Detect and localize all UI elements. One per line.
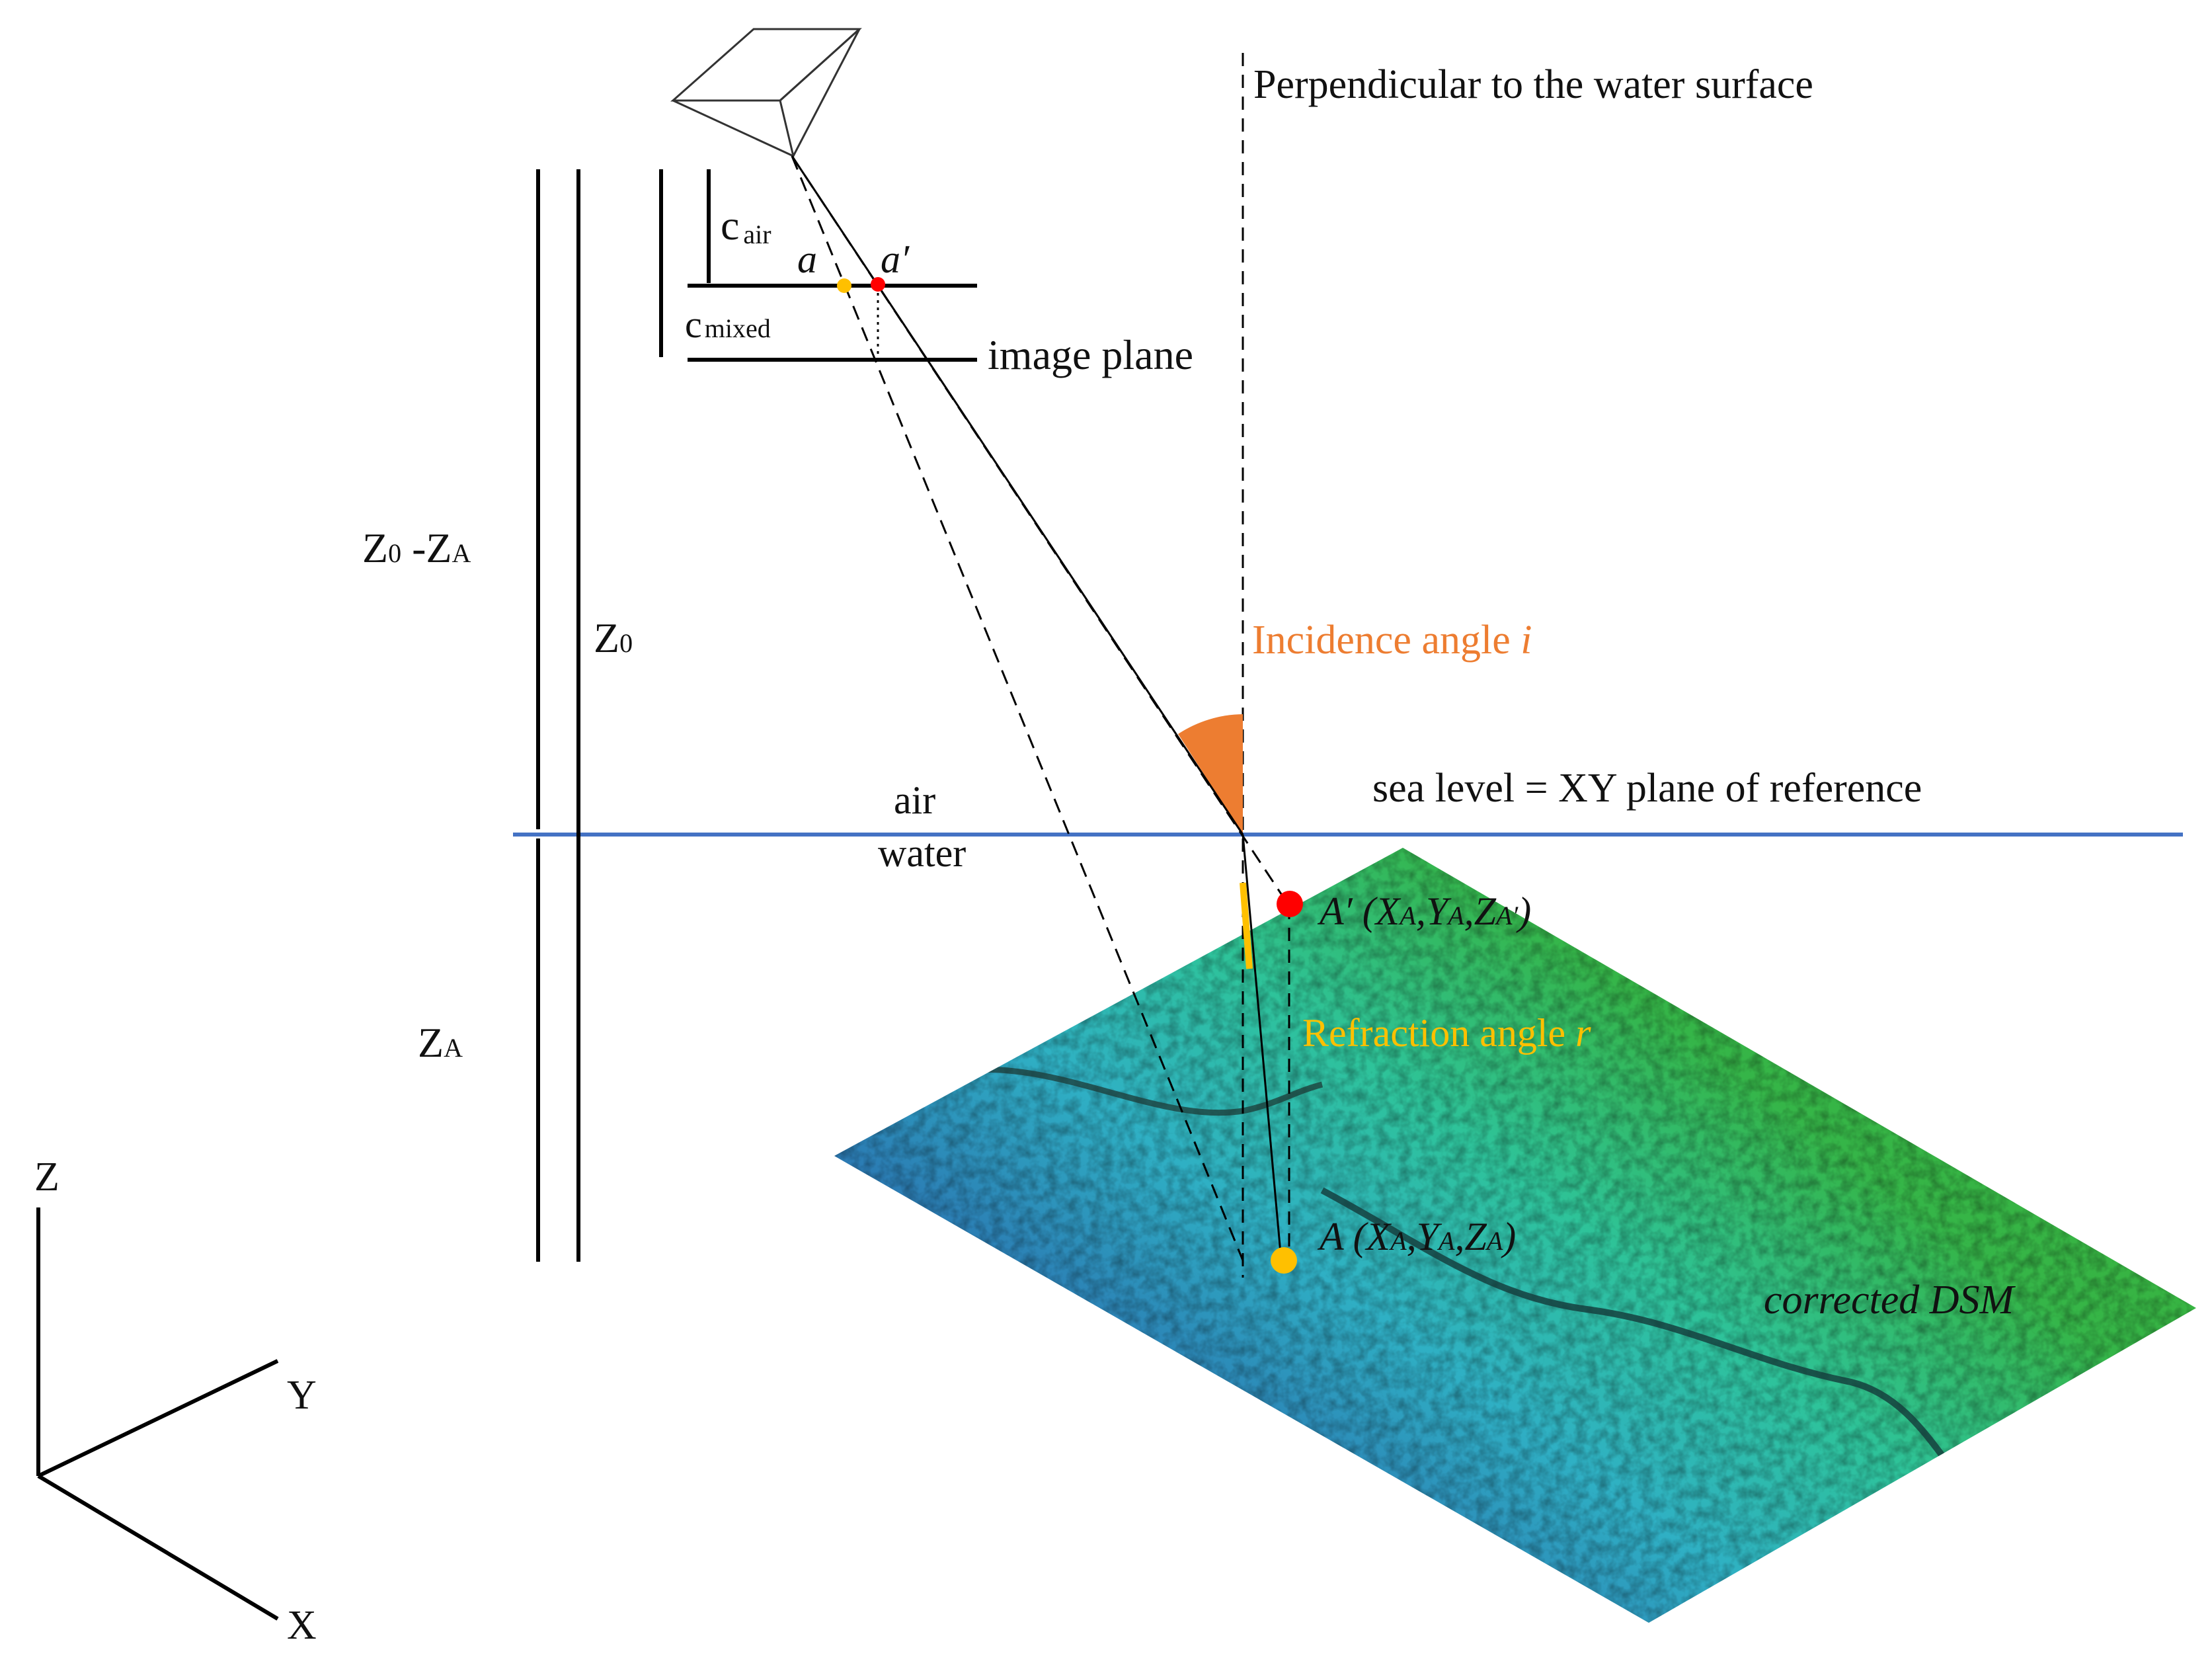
coordinate-axes	[36, 1207, 279, 1621]
air-label: air	[894, 778, 935, 822]
axis-x-label: X	[287, 1603, 317, 1648]
image-plane-label: image plane	[988, 331, 1193, 378]
sea-level-label: sea level = XY plane of reference	[1372, 766, 1922, 811]
za-label: ZA	[418, 1019, 463, 1066]
point-a-small	[837, 278, 851, 293]
incidence-angle-wedge	[1178, 714, 1243, 835]
axis-z-label: Z	[34, 1155, 59, 1200]
perpendicular-label: Perpendicular to the water surface	[1253, 62, 1813, 107]
point-a-prime	[1277, 891, 1303, 917]
axis-y-line	[37, 1359, 279, 1478]
dsm-ridge-upper	[958, 1066, 1323, 1116]
point-a-prime-small	[871, 277, 885, 292]
image-point-ray-a	[791, 155, 1244, 1261]
refraction-angle-mark	[1240, 882, 1253, 969]
axis-y-label: Y	[287, 1373, 317, 1418]
point-a	[1271, 1247, 1297, 1274]
refraction-angle-label: Refraction angle r	[1302, 1011, 1591, 1055]
small-a-label: a	[797, 237, 817, 281]
z0-minus-za-label: Z0 -ZA	[362, 524, 471, 571]
water-label: water	[878, 831, 966, 875]
incidence-angle-label: Incidence angle i	[1252, 618, 1532, 663]
z0-label: Z0	[594, 614, 633, 661]
refracted-ray	[1242, 834, 1283, 1261]
small-a-prime-label: a′	[881, 237, 910, 281]
corrected-dsm-label: corrected DSM	[1764, 1278, 2016, 1323]
axis-x-line	[37, 1474, 279, 1621]
point-a-prime-label: A′ (XA,YA,ZA′)	[1317, 889, 1531, 933]
dsm-ridge-lower	[1320, 1187, 1959, 1477]
dimension-arrows	[536, 169, 711, 1262]
camera-icon	[670, 28, 862, 159]
point-a-label: A (XA,YA,ZA)	[1317, 1215, 1516, 1258]
